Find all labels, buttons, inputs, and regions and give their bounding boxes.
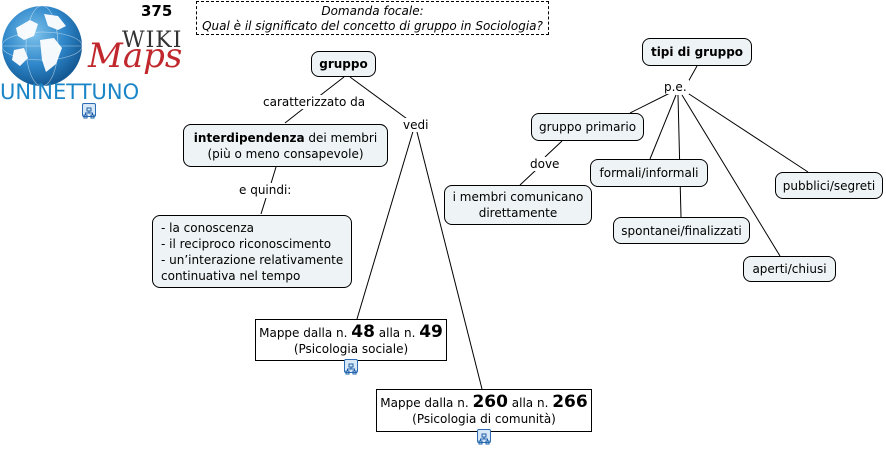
link-label-pe: p.e. xyxy=(662,80,689,94)
membri-line1: i membri comunicano xyxy=(452,190,584,204)
link-label-equindi: e quindi: xyxy=(237,183,294,197)
link-label-dove: dove xyxy=(528,157,562,171)
list-item: - il reciproco riconoscimento xyxy=(161,236,332,251)
node-gruppo[interactable]: gruppo xyxy=(311,51,376,77)
mappe2-from: 260 xyxy=(472,392,508,412)
interdipendenza-line1: interdipendenza dei membri xyxy=(194,130,377,146)
node-list[interactable]: - la conoscenza - il reciproco riconosci… xyxy=(152,215,352,288)
node-spontanei-label: spontanei/finalizzati xyxy=(621,223,742,238)
node-formali-label: formali/informali xyxy=(599,166,699,180)
focal-title: Domanda focale: xyxy=(321,4,424,18)
node-gruppo-label: gruppo xyxy=(319,57,368,71)
node-pubblici-label: pubblici/segreti xyxy=(782,178,876,193)
link-label-vedi: vedi xyxy=(401,118,431,132)
node-aperti-chiusi[interactable]: aperti/chiusi xyxy=(743,256,836,282)
node-membri-comunicano[interactable]: i membri comunicano direttamente xyxy=(444,185,592,225)
interdipendenza-rest: dei membri xyxy=(304,130,378,145)
membri-line2: direttamente xyxy=(478,206,558,220)
mappe1-link-icon[interactable] xyxy=(344,359,358,375)
logo-link-icon[interactable] xyxy=(82,103,96,119)
mappe1-to: 49 xyxy=(419,321,443,342)
node-primario-label: gruppo primario xyxy=(538,120,637,134)
mappe2-pre: Mappe dalla n. xyxy=(380,396,473,410)
mappe1-mid: alla n. xyxy=(374,325,420,340)
globe-logo-icon xyxy=(1,5,82,87)
mappe2-sub: (Psicologia di comunità) xyxy=(412,412,556,426)
mappe1-sub: (Psicologia sociale) xyxy=(293,341,409,356)
mappe2-mid: alla n. xyxy=(507,396,553,410)
list-item: continuativa nel tempo xyxy=(161,268,301,283)
node-tipi-label: tipi di gruppo xyxy=(650,45,744,59)
mappe2-to: 266 xyxy=(552,392,588,412)
node-formali-informali[interactable]: formali/informali xyxy=(590,159,708,187)
node-mappe-48-49[interactable]: Mappe dalla n. 48 alla n. 49 (Psicologia… xyxy=(255,319,447,361)
logo-uninettuno-text: UNINETTUNO xyxy=(0,80,140,104)
node-tipi-di-gruppo[interactable]: tipi di gruppo xyxy=(642,38,752,66)
mappe1-line1: Mappe dalla n. 48 alla n. 49 xyxy=(259,321,443,342)
mappe1-pre: Mappe dalla n. xyxy=(259,325,352,340)
focal-text: Qual è il significato del concetto di gr… xyxy=(202,19,543,33)
node-spontanei-finalizzati[interactable]: spontanei/finalizzati xyxy=(613,217,750,244)
mappe2-link-icon[interactable] xyxy=(477,429,491,445)
mappe2-line1: Mappe dalla n. 260 alla n. 266 xyxy=(380,394,587,411)
node-gruppo-primario[interactable]: gruppo primario xyxy=(531,113,644,141)
mappe1-from: 48 xyxy=(351,321,375,342)
list-item: - un’interazione relativamente xyxy=(161,252,344,267)
node-interdipendenza[interactable]: interdipendenza dei membri (più o meno c… xyxy=(183,124,388,167)
interdipendenza-bold: interdipendenza xyxy=(193,130,305,145)
map-number: 375 xyxy=(141,2,173,20)
interdipendenza-line2: (più o meno consapevole) xyxy=(207,146,364,161)
node-mappe-260-266[interactable]: Mappe dalla n. 260 alla n. 266 (Psicolog… xyxy=(376,389,592,432)
logo-maps-text: Maps xyxy=(88,36,183,76)
list-item: - la conoscenza xyxy=(161,220,255,235)
node-pubblici-segreti[interactable]: pubblici/segreti xyxy=(775,172,883,199)
node-aperti-label: aperti/chiusi xyxy=(752,262,827,276)
link-label-caratterizzato: caratterizzato da xyxy=(261,95,368,109)
focal-question: Domanda focale: Qual è il significato de… xyxy=(196,1,549,35)
logo-wiki-text: WIKI xyxy=(122,28,183,53)
